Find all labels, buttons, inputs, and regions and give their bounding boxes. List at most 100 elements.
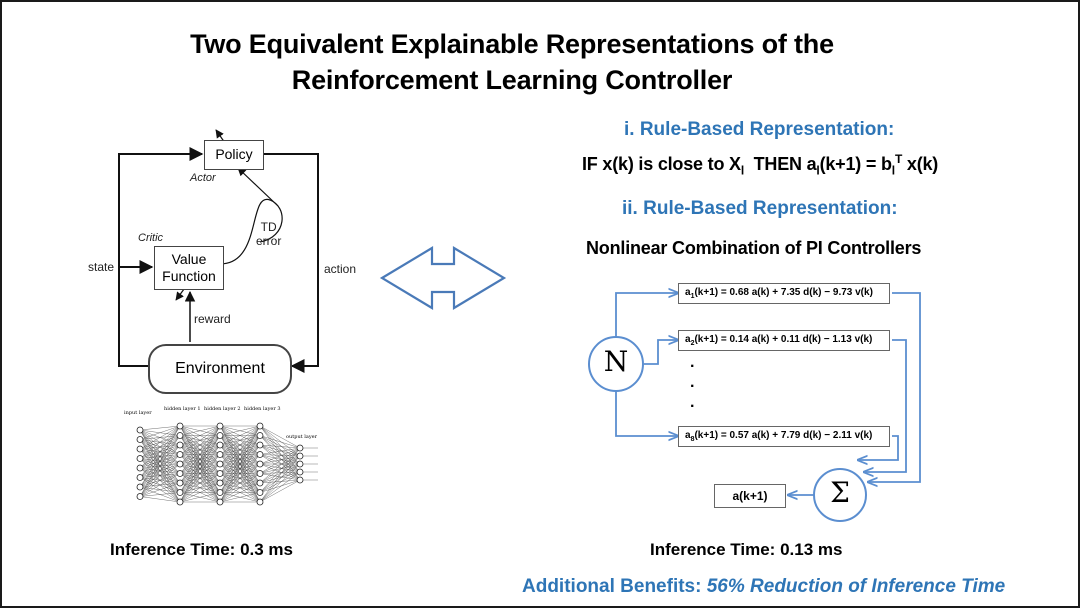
nn-connection — [179, 425, 221, 465]
nn-connection — [259, 479, 301, 484]
nn-hidden-layer-1-label: hidden layer 1 — [164, 406, 201, 412]
actor-label: Actor — [190, 172, 216, 184]
nn-neuron — [136, 436, 144, 443]
nn-connection — [259, 463, 301, 484]
nn-neuron — [136, 445, 144, 453]
rule-then-text: THEN a — [753, 154, 817, 174]
benefits-highlight: 56% Reduction of Inference Time — [706, 576, 1006, 597]
nn-connection — [259, 444, 301, 449]
n-node-circle — [588, 336, 644, 392]
nn-neuron — [216, 498, 224, 506]
nn-connection — [179, 435, 221, 503]
nn-connection — [219, 463, 261, 503]
nn-neuron — [176, 489, 184, 496]
td-error-label: TD error — [256, 220, 281, 248]
nn-connection — [219, 425, 261, 484]
nn-neuron — [176, 460, 184, 468]
equivalence-double-arrow — [379, 246, 507, 310]
policy-box: Policy — [204, 140, 264, 170]
benefits-prefix: Additional Benefits: — [522, 576, 707, 597]
n-to-eq1-line — [615, 293, 678, 346]
pi-equation-8: a8(k+1) = 0.57 a(k) + 7.79 d(k) − 2.11 v… — [678, 426, 890, 447]
rule-based-heading-ii: ii. Rule-Based Representation: — [622, 198, 898, 219]
nn-connection — [259, 463, 301, 474]
nn-connection — [259, 479, 301, 503]
nn-connection — [259, 425, 301, 481]
nn-connection — [259, 435, 301, 473]
combo-title: Nonlinear Combination of PI Controllers — [586, 238, 922, 258]
action-loop-line — [264, 153, 319, 373]
nn-connection — [139, 482, 181, 497]
nn-connection — [259, 425, 301, 473]
nn-connection — [259, 454, 301, 465]
rule-x-subscript: l — [740, 163, 744, 178]
rule-statement: IF x(k) is close to Xl THEN al(k+1) = bl… — [582, 152, 938, 178]
nn-neuron — [216, 451, 224, 458]
nn-neuron — [256, 489, 264, 496]
nn-neuron — [216, 460, 224, 468]
nn-connection — [139, 463, 181, 497]
environment-label: Environment — [175, 360, 265, 377]
nn-connection — [259, 444, 301, 481]
nn-neuron — [176, 422, 184, 430]
rule-a-subscript: l — [816, 163, 820, 178]
action-label: action — [324, 262, 357, 276]
nn-connection — [139, 496, 181, 503]
rule-end-text: x(k) — [906, 154, 939, 174]
nn-neuron — [136, 493, 144, 500]
nn-connection — [259, 455, 301, 493]
rule-based-heading-i: i. Rule-Based Representation: — [624, 119, 895, 140]
nn-connection — [219, 425, 261, 493]
nn-connection — [259, 473, 301, 481]
nn-connection — [179, 473, 221, 503]
nn-connection — [139, 425, 181, 459]
n-node-label: N — [603, 345, 629, 378]
nn-neuron — [256, 451, 264, 458]
td-arrow-policy — [237, 167, 279, 207]
nn-connection — [259, 435, 301, 465]
nn-neuron — [176, 479, 184, 487]
nn-connection — [219, 454, 261, 503]
nn-connection — [259, 444, 301, 465]
value-function-label-2: Function — [162, 268, 216, 284]
nn-neuron — [256, 460, 264, 468]
nn-connection — [179, 444, 221, 503]
nn-connection — [259, 454, 301, 457]
additional-benefits: Additional Benefits: 56% Reduction of In… — [522, 576, 1005, 598]
nn-connection — [259, 463, 301, 503]
ellipsis-dot-1: · — [690, 358, 696, 375]
nn-neuron — [216, 489, 224, 496]
right-inference-time: Inference Time: 0.13 ms — [650, 540, 843, 559]
nn-connection — [219, 444, 261, 503]
nn-connection — [139, 425, 181, 431]
nn-neuron — [296, 444, 304, 452]
critic-label: Critic — [138, 232, 164, 244]
eq8-to-sigma-line — [858, 435, 899, 460]
nn-neuron — [256, 479, 264, 487]
nn-connection — [259, 455, 301, 503]
nn-connection — [259, 463, 301, 481]
nn-neuron — [216, 479, 224, 487]
nn-connection — [219, 425, 261, 446]
slide-title: Two Equivalent Explainable Representatio… — [92, 26, 932, 98]
nn-connection — [179, 425, 221, 446]
nn-neuron — [176, 432, 184, 439]
nn-connection — [259, 435, 301, 457]
nn-neuron — [136, 455, 144, 462]
nn-connection — [259, 444, 301, 457]
nn-connection — [219, 425, 261, 436]
nn-connection — [219, 435, 261, 503]
ellipsis-dot-2: · — [690, 378, 696, 395]
nn-neuron — [256, 422, 264, 430]
td-error-line-1: TD — [260, 220, 277, 234]
eq2-to-sigma-line — [864, 339, 907, 472]
nn-connection — [179, 425, 221, 455]
nn-neuron — [296, 452, 304, 460]
nn-connection — [179, 482, 221, 503]
nn-connection — [179, 463, 221, 503]
ellipsis-dot-3: · — [690, 398, 696, 415]
nn-output-layer-label: output layer — [286, 434, 318, 440]
nn-connection — [139, 425, 181, 440]
state-loop-line — [118, 147, 204, 367]
